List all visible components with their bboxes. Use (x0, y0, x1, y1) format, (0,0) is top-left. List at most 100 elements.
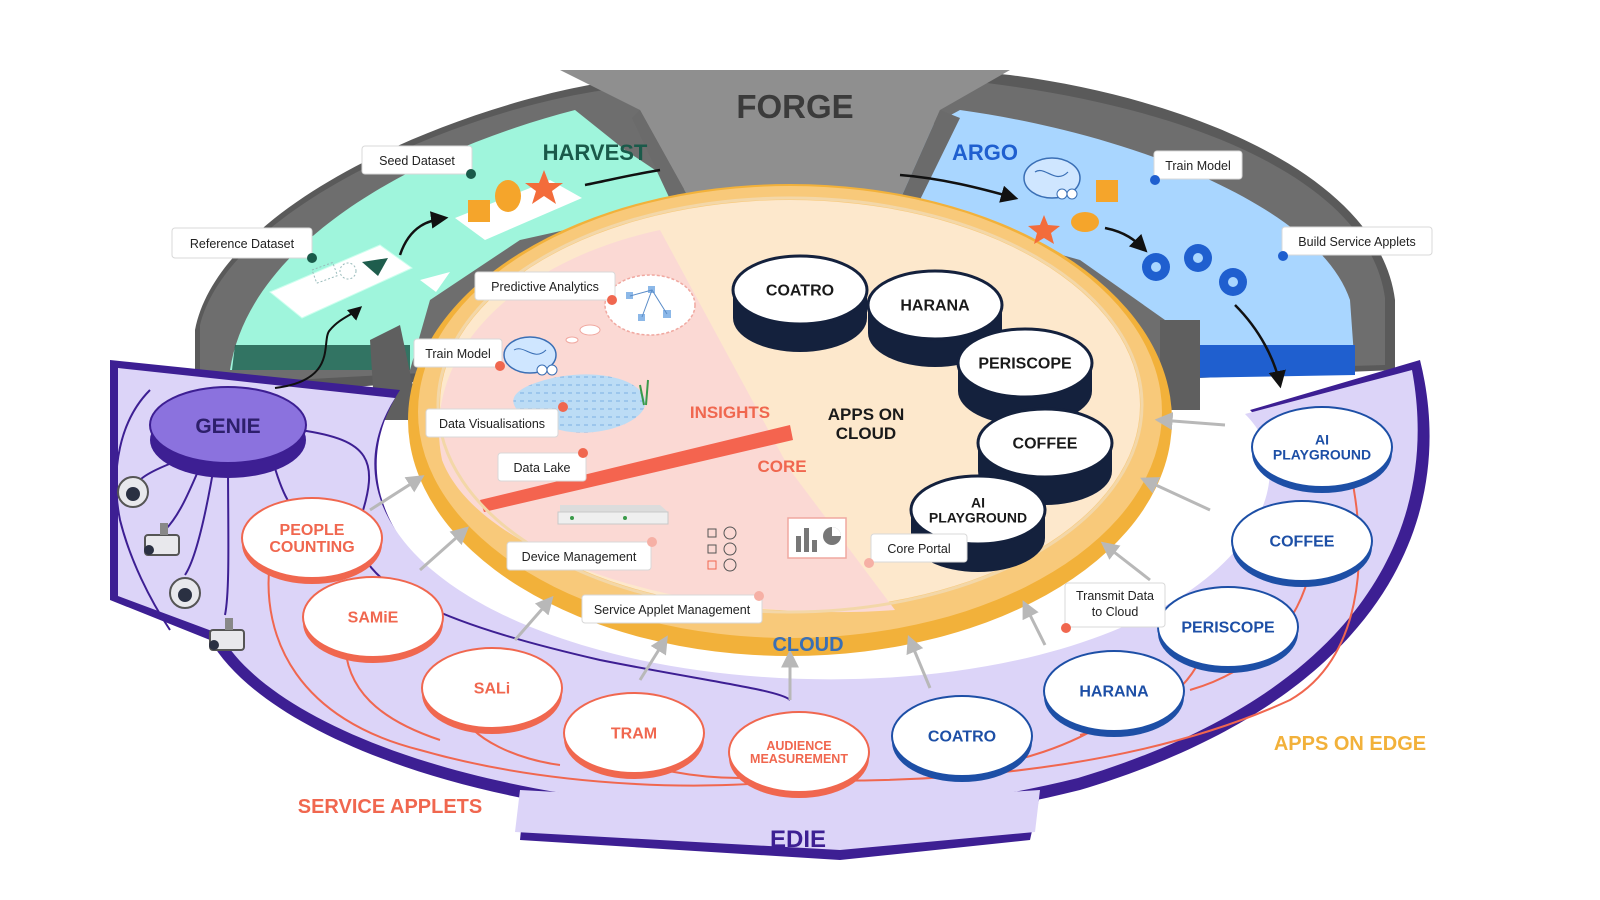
server-icon (557, 505, 669, 525)
genie-node[interactable]: GENIE (149, 386, 307, 478)
callout-device-management: Device Management (506, 537, 657, 571)
svg-text:Train Model: Train Model (1165, 159, 1231, 173)
node-label: PERISCOPE (978, 356, 1072, 373)
edge-top (1251, 406, 1393, 488)
harvest-panel (230, 110, 700, 370)
camera-icon (209, 618, 245, 651)
forge-label: FORGE (736, 88, 853, 125)
svg-text:Core Portal: Core Portal (887, 542, 950, 556)
star-icon (1028, 215, 1060, 244)
node-label: COATRO (928, 729, 996, 746)
node-label: COFFEE (1013, 436, 1078, 453)
applet-top (728, 711, 870, 793)
edge-top (891, 695, 1033, 777)
applet-top (563, 692, 705, 774)
cylinder-top (866, 269, 1004, 341)
checklist-icon (707, 526, 737, 572)
svg-text:Train Model: Train Model (425, 347, 491, 361)
node-label: PEOPLE (280, 522, 345, 539)
service-applet-samie[interactable]: SAMiE (302, 576, 444, 663)
svg-text:Device Management: Device Management (522, 550, 637, 564)
callout-build-service-applets: Build Service Applets (1278, 226, 1433, 261)
apps-on-edge-label: APPS ON EDGE (1274, 733, 1426, 755)
applet-top (421, 647, 563, 729)
edge-app-harana[interactable]: HARANA (1043, 650, 1185, 737)
node-label: PERISCOPE (1181, 620, 1275, 637)
insights-label: INSIGHTS (690, 403, 770, 422)
cylinder-top (956, 327, 1094, 399)
callout-argo-train-model: Train Model (1150, 150, 1243, 185)
callout-data-lake: Data Lake (497, 448, 588, 482)
node-label: COATRO (766, 283, 834, 300)
harvest-label: HARVEST (543, 140, 648, 165)
flowchart-icon (604, 274, 696, 336)
svg-text:Data Visualisations: Data Visualisations (439, 417, 545, 431)
node-label: AUDIENCE (766, 739, 831, 753)
node-label: HARANA (900, 298, 970, 315)
argo-illustrations (1023, 157, 1247, 296)
camera-icons (117, 476, 245, 651)
edge-app-coffee[interactable]: COFFEE (1231, 500, 1373, 587)
svg-text:Seed Dataset: Seed Dataset (379, 154, 455, 168)
cube-icon (468, 200, 490, 222)
node-label: SAMiE (348, 610, 399, 627)
service-applet-tram[interactable]: TRAM (563, 692, 705, 779)
camera-icon (117, 476, 149, 508)
harvest-illustrations (269, 170, 582, 319)
edge-app-periscope[interactable]: PERISCOPE (1157, 586, 1299, 673)
camera-icon (169, 577, 201, 609)
node-label: HARANA (1079, 684, 1149, 701)
brain-icon (503, 336, 558, 376)
node-label: AI (1315, 432, 1329, 448)
brain-icon (1023, 157, 1081, 200)
genie-label: GENIE (195, 415, 260, 438)
cloud-label: CLOUD (772, 634, 843, 656)
cube-icon (1096, 180, 1118, 202)
forge-center-block (560, 70, 1010, 200)
svg-text:Predictive Analytics: Predictive Analytics (491, 280, 599, 294)
svg-text:Service Applet Management: Service Applet Management (594, 603, 751, 617)
chart-icon (787, 517, 847, 559)
node-label: COUNTING (269, 539, 354, 556)
star-icon (525, 170, 563, 204)
callout-core-portal: Core Portal (864, 533, 968, 568)
cloud-app-coatro[interactable]: COATRO (731, 254, 869, 352)
callout-reference-dataset: Reference Dataset (171, 227, 317, 263)
edie-label: EDIE (770, 826, 826, 853)
cylinder-top (731, 254, 869, 326)
callout-data-visualisations: Data Visualisations (425, 402, 568, 438)
node-label: PLAYGROUND (929, 509, 1027, 525)
svg-text:Build Service Applets: Build Service Applets (1298, 235, 1415, 249)
service-applets-label: SERVICE APPLETS (298, 796, 483, 818)
cylinder-top (976, 407, 1114, 479)
node-label: PLAYGROUND (1273, 446, 1371, 462)
node-label: AI (971, 495, 985, 511)
edge-top (1231, 500, 1373, 582)
svg-text:Data Lake: Data Lake (514, 461, 571, 475)
callout-transmit-data: Transmit Data to Cloud (1061, 582, 1166, 633)
callout-seed-dataset: Seed Dataset (361, 145, 476, 179)
core-label: CORE (757, 457, 806, 476)
camera-icon (144, 523, 180, 556)
insights-core-section (438, 230, 895, 613)
callouts: Seed Dataset Reference Dataset Train Mod… (171, 145, 1433, 633)
svg-text:to Cloud: to Cloud (1092, 605, 1139, 619)
apps-on-cloud-line1: APPS ON (828, 405, 905, 424)
callout-predictive-analytics: Predictive Analytics (474, 271, 617, 305)
node-label: MEASUREMENT (750, 752, 848, 766)
callout-service-applet-management: Service Applet Management (581, 591, 764, 624)
applet-top (241, 497, 383, 579)
node-label: SALi (474, 681, 510, 698)
applet-top (302, 576, 444, 658)
node-label: TRAM (611, 726, 657, 743)
edge-app-coatro[interactable]: COATRO (891, 695, 1033, 782)
service-applet-sali[interactable]: SALi (421, 647, 563, 734)
insights-core-divider (480, 425, 793, 512)
callout-core-train-model: Train Model (413, 338, 505, 371)
